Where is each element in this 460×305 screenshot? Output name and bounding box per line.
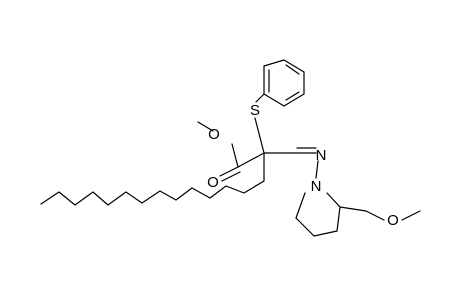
atom-label-ether-oxygen: O (387, 212, 399, 229)
atom-label-carbonyl-oxygen: O (207, 174, 219, 191)
bond-ring-ch2 (339, 206, 367, 212)
bond-carbonyl-double-1 (219, 166, 239, 177)
bond-o-methyl (401, 210, 421, 221)
bond-s-c (254, 117, 265, 154)
atom-label-sulfur: S (250, 102, 260, 119)
pyrrolidine-ring (295, 192, 341, 237)
bond-carbonyl-double-2 (221, 171, 241, 182)
bond-n-n (315, 160, 319, 179)
bond-oester-methyl (197, 121, 214, 132)
atom-label-imine-nitrogen: N (316, 147, 327, 164)
decyl-chain (40, 180, 265, 206)
bond-ch2-o (365, 210, 385, 221)
phenyl-ring (263, 59, 305, 107)
atom-label-ester-oxygen: O (208, 126, 220, 143)
bond-carbonyl-oester (231, 143, 239, 168)
bond-phenyl-s (255, 93, 265, 103)
atom-label-ring-nitrogen: N (311, 178, 322, 195)
bond-c-carbonyl (237, 152, 265, 168)
